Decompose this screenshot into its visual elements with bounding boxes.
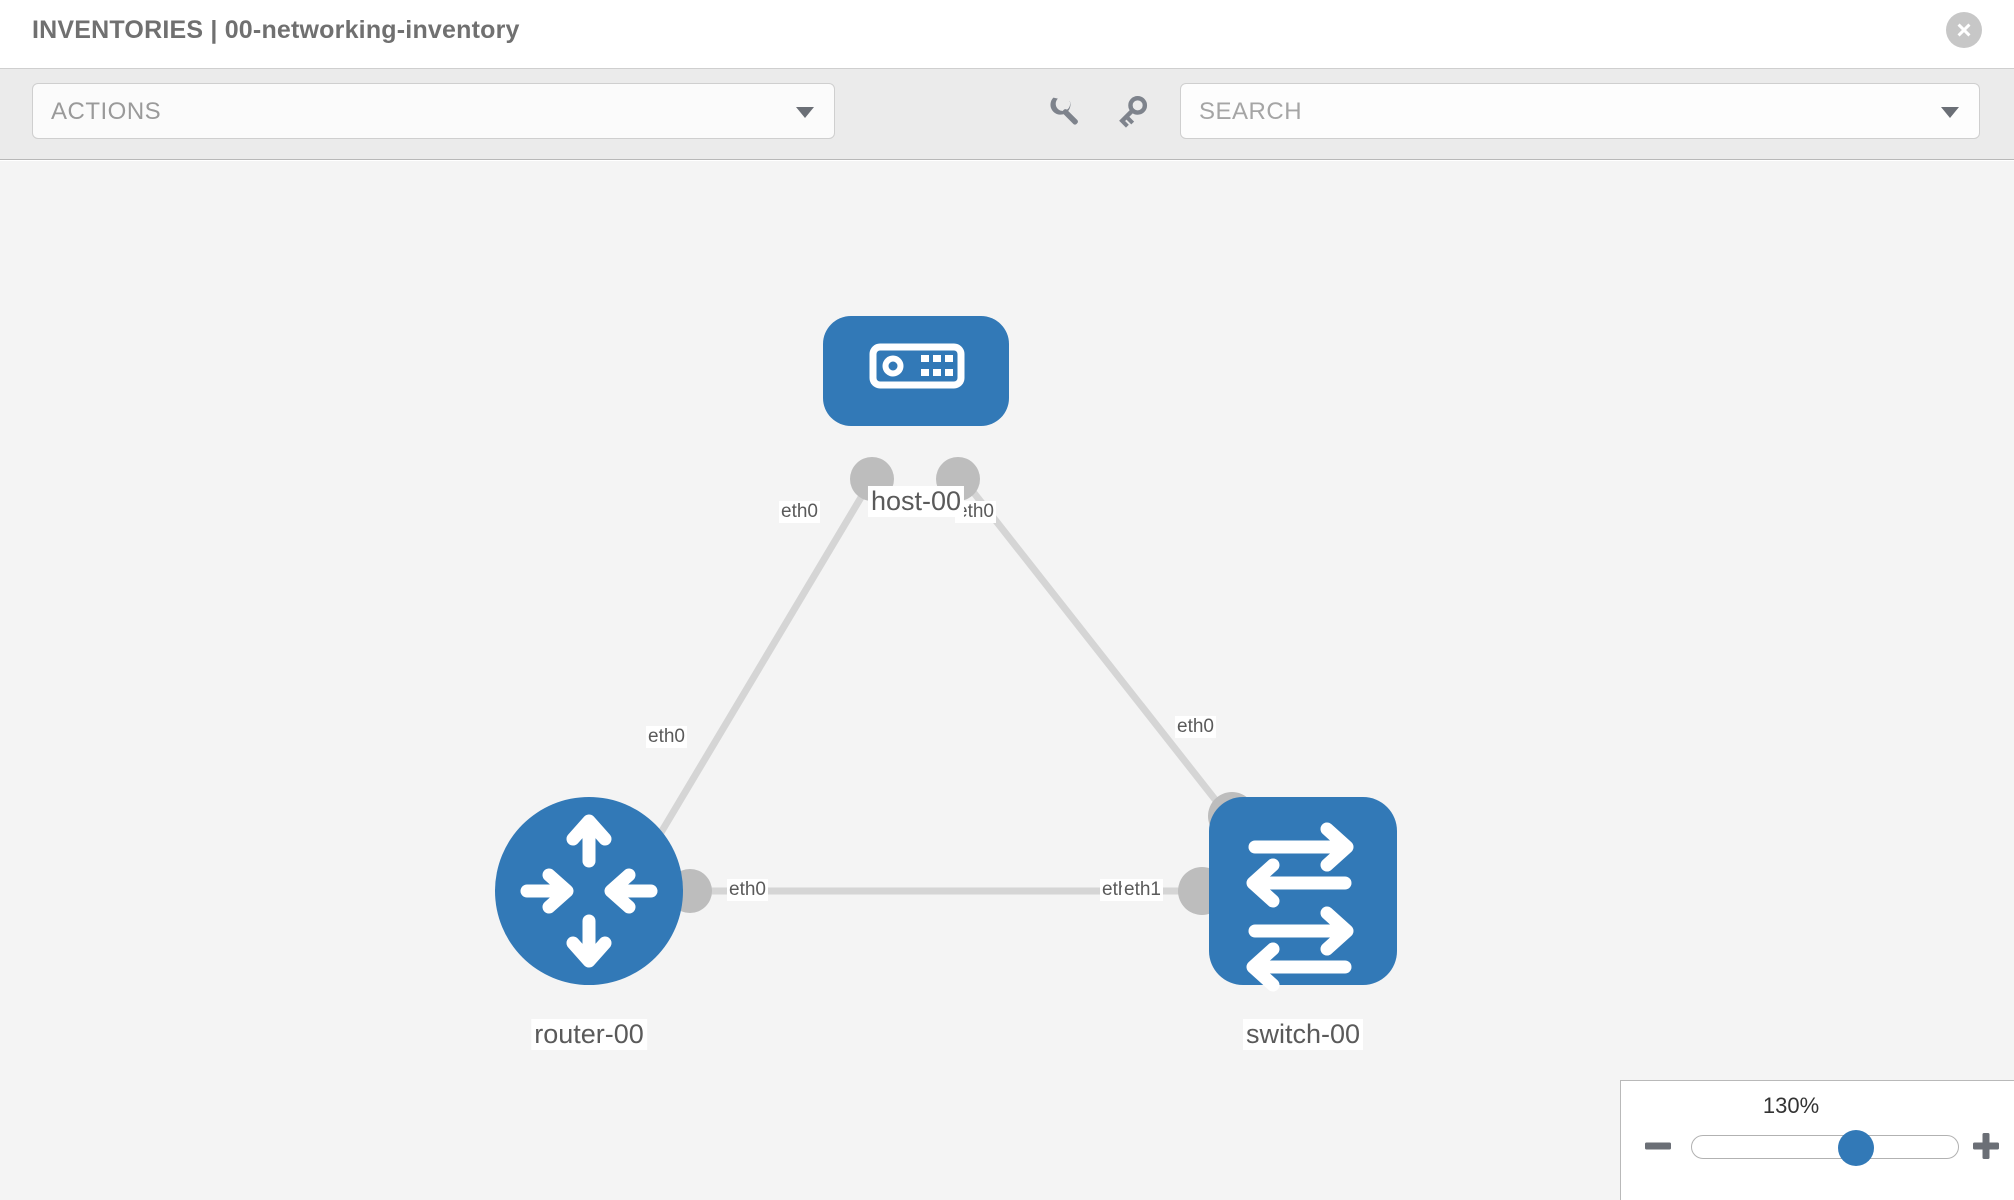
actions-dropdown-label: ACTIONS — [51, 98, 162, 125]
actions-dropdown[interactable]: ACTIONS — [32, 83, 835, 139]
chevron-down-icon[interactable] — [1941, 107, 1959, 118]
node-label-router: router-00 — [531, 1019, 647, 1050]
link-host-router[interactable] — [646, 477, 876, 853]
node-label-switch: switch-00 — [1242, 1019, 1364, 1050]
topology-node-switch-00[interactable] — [1209, 797, 1397, 992]
page-header: INVENTORIES | 00-networking-inventory — [0, 0, 2014, 68]
iface-label: eth0 — [779, 501, 820, 523]
router-arrows-icon — [520, 814, 658, 968]
search-placeholder: SEARCH — [1199, 98, 1303, 125]
zoom-control-panel: 130% — [1620, 1080, 2014, 1200]
iface-label: eth0 — [727, 879, 768, 901]
zoom-slider-track[interactable] — [1691, 1130, 1959, 1166]
iface-label: eth1 — [1122, 879, 1163, 901]
toolbar: ACTIONS SEARCH — [0, 68, 2014, 160]
link-host-switch[interactable] — [960, 476, 1235, 824]
topology-connectors — [668, 457, 1256, 915]
close-icon[interactable] — [1946, 12, 1982, 48]
iface-label: eth0 — [955, 501, 996, 523]
iface-label: eth0 — [646, 726, 687, 748]
zoom-slider-thumb[interactable] — [1838, 1130, 1875, 1166]
plus-icon[interactable] — [1969, 1129, 2003, 1163]
wrench-icon[interactable] — [1044, 91, 1084, 131]
topology-node-router-00[interactable] — [495, 797, 683, 985]
topology-node-host-00[interactable] — [823, 316, 1009, 426]
switch-arrows-icon — [1246, 822, 1354, 992]
chevron-down-icon — [796, 107, 814, 118]
topology-graph — [495, 316, 1397, 992]
topology-links — [646, 476, 1235, 895]
iface-label: eth0 — [1175, 716, 1216, 738]
page-title: INVENTORIES | 00-networking-inventory — [32, 16, 520, 44]
node-label-host: host-00 — [867, 486, 965, 517]
topology-canvas[interactable]: eth0 eth0 eth0 eth0 eth0 eth eth1 host-0… — [0, 161, 2014, 1200]
server-icon — [869, 343, 965, 389]
minus-icon[interactable] — [1641, 1129, 1675, 1163]
search-input[interactable]: SEARCH — [1180, 83, 1980, 139]
key-icon[interactable] — [1112, 91, 1152, 131]
zoom-level-value: 130% — [1762, 1093, 1820, 1118]
